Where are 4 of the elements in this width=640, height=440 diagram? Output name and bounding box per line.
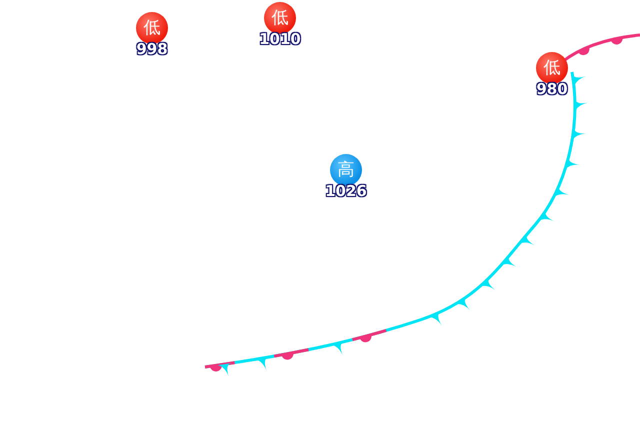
pressure-value: 1010	[259, 32, 301, 47]
pressure-value: 980	[536, 82, 568, 97]
pressure-value: 998	[136, 42, 168, 57]
pressure-value: 1026	[325, 184, 367, 199]
